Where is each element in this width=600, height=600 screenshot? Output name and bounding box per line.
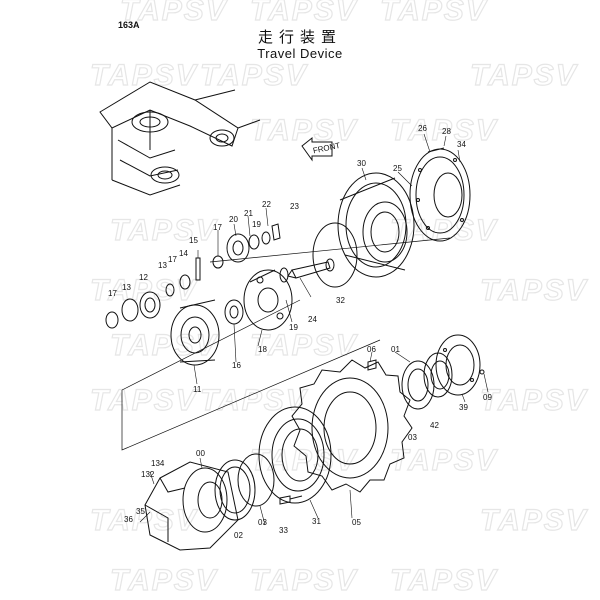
watermark: TAPSV xyxy=(90,384,199,417)
part-label: 16 xyxy=(232,361,241,370)
part-label: 134 xyxy=(151,459,165,468)
part-label: 32 xyxy=(336,296,345,305)
bolt xyxy=(367,359,377,371)
part-label: 21 xyxy=(244,209,253,218)
watermark: TAPSV xyxy=(480,384,589,417)
bolt xyxy=(279,495,303,505)
part-label: 36 xyxy=(124,515,133,524)
part-label: 20 xyxy=(229,215,238,224)
part-label: 12 xyxy=(139,273,148,282)
sun-gear xyxy=(224,299,244,325)
seal-ring-lower xyxy=(237,453,275,507)
watermark: TAPSV xyxy=(250,114,359,147)
watermark: TAPSV xyxy=(390,564,499,597)
watermark: TAPSV xyxy=(250,564,359,597)
part-label: 19 xyxy=(289,323,298,332)
watermark: TAPSV xyxy=(480,274,589,307)
part-label: 42 xyxy=(430,421,439,430)
part-label: 31 xyxy=(312,517,321,526)
part-label: 19 xyxy=(252,220,261,229)
sprocket xyxy=(291,359,413,493)
part-label: 13 xyxy=(122,283,131,292)
cover-plate xyxy=(409,147,471,242)
watermark: TAPSV xyxy=(470,59,579,92)
part-label: 18 xyxy=(258,345,267,354)
part-label: 24 xyxy=(308,315,317,324)
bearing-parts xyxy=(105,257,201,329)
watermark: TAPSV xyxy=(90,274,199,307)
leader-lines xyxy=(139,133,489,526)
thrust-washer xyxy=(279,267,289,283)
part-label: 26 xyxy=(418,124,427,133)
part-label: 05 xyxy=(352,518,361,527)
watermark: TAPSV xyxy=(200,59,309,92)
watermark-layer: TAPSV TAPSV TAPSV TAPSV TAPSV TAPSV TAPS… xyxy=(89,0,589,598)
part-label: 11 xyxy=(193,385,202,394)
watermark: TAPSV xyxy=(90,504,199,537)
part-label: 03 xyxy=(408,433,417,442)
part-label: 23 xyxy=(290,202,299,211)
part-label: 00 xyxy=(196,449,205,458)
watermark: TAPSV xyxy=(480,504,589,537)
part-label: 28 xyxy=(442,127,451,136)
watermark: TAPSV xyxy=(250,444,359,477)
plug xyxy=(479,369,485,375)
part-label: 30 xyxy=(357,159,366,168)
part-label: 09 xyxy=(483,393,492,402)
page-id: 163A xyxy=(118,20,140,30)
watermark: TAPSV xyxy=(110,214,219,247)
watermark: TAPSV xyxy=(120,0,229,27)
part-label: 14 xyxy=(179,249,188,258)
part-label: 06 xyxy=(367,345,376,354)
part-label: 33 xyxy=(279,526,288,535)
part-label: 13 xyxy=(158,261,167,270)
watermark: TAPSV xyxy=(200,384,309,417)
track-frame-sketch xyxy=(99,81,261,196)
title-english: Travel Device xyxy=(257,46,343,61)
seal-ring xyxy=(401,360,435,410)
drive-shaft xyxy=(287,258,335,279)
watermark: TAPSV xyxy=(110,564,219,597)
part-label: 34 xyxy=(457,140,466,149)
part-label: 17 xyxy=(108,289,117,298)
upper-planet-gear-set xyxy=(212,223,281,269)
part-label: 22 xyxy=(262,200,271,209)
end-cover xyxy=(435,334,481,396)
watermark: TAPSV xyxy=(250,0,359,27)
floating-seal xyxy=(214,459,256,521)
assembly-outline xyxy=(121,237,451,451)
part-label: 132 xyxy=(141,470,155,479)
part-label: 25 xyxy=(393,164,402,173)
title-japanese: 走行装置 xyxy=(257,28,342,46)
callout-labels: 26 28 34 30 25 22 23 21 20 19 17 15 14 1… xyxy=(108,124,492,540)
part-label: 39 xyxy=(459,403,468,412)
watermark: TAPSV xyxy=(390,444,499,477)
ring-gear xyxy=(258,406,332,504)
part-label: 02 xyxy=(234,531,243,540)
part-label: 17 xyxy=(213,223,222,232)
watermark: TAPSV xyxy=(110,329,219,362)
part-label: 01 xyxy=(391,345,400,354)
hub-housing xyxy=(337,172,415,278)
watermark: TAPSV xyxy=(250,329,359,362)
part-label: 15 xyxy=(189,236,198,245)
planet-carrier xyxy=(243,269,293,331)
front-arrow xyxy=(301,136,333,162)
o-ring xyxy=(312,222,358,288)
part-label: 17 xyxy=(168,255,177,264)
watermark: TAPSV xyxy=(380,0,489,27)
part-label: 35 xyxy=(136,507,145,516)
watermark: TAPSV xyxy=(90,59,199,92)
part-label: 03 xyxy=(258,518,267,527)
watermark: TAPSV xyxy=(390,114,499,147)
